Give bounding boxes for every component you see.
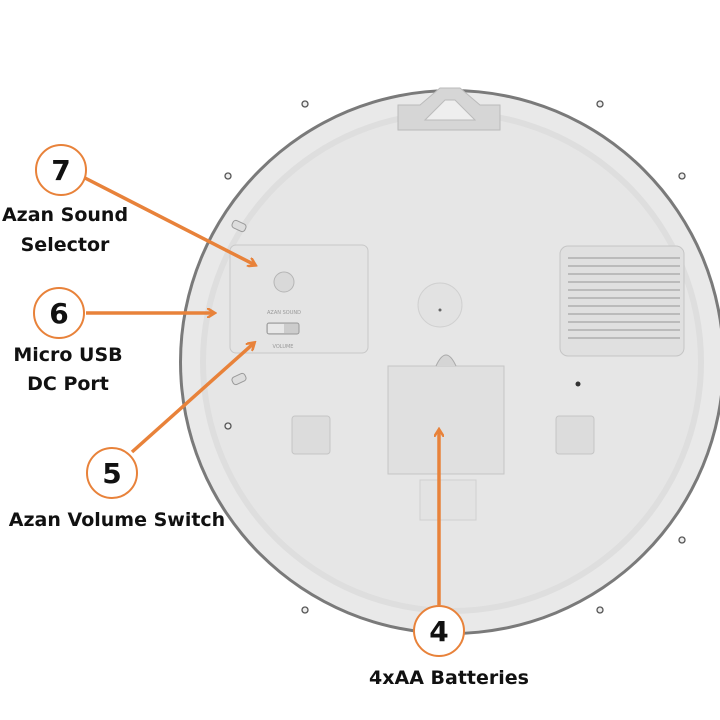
clock-back: AZAN SOUND VOLUME [179,87,720,635]
svg-text:5: 5 [102,457,121,490]
control-panel [229,244,369,354]
callout-5: 5 Azan Volume Switch [9,447,225,531]
callout-arrows [84,176,439,605]
svg-text:4: 4 [429,615,448,648]
callout-6: 6 Micro USB DC Port [13,287,123,395]
volume-label: VOLUME [273,344,294,350]
svg-text:4xAA Batteries: 4xAA Batteries [369,667,529,689]
azan-sound-dial[interactable] [273,271,295,293]
speaker-grille [559,245,685,357]
screw-icons [224,100,686,614]
svg-text:Selector: Selector [21,234,110,256]
svg-text:7: 7 [51,154,70,187]
svg-text:6: 6 [49,297,68,330]
svg-text:Azan Sound: Azan Sound [2,204,128,226]
callout-7: 7 Azan Sound Selector [2,144,128,256]
azan-sound-label: AZAN SOUND [267,310,301,316]
callout-4: 4 4xAA Batteries [369,605,529,689]
battery-cover[interactable] [387,365,505,475]
svg-text:Micro USB: Micro USB [13,344,122,366]
svg-text:DC Port: DC Port [27,373,109,395]
svg-text:Azan Volume Switch: Azan Volume Switch [9,509,225,531]
